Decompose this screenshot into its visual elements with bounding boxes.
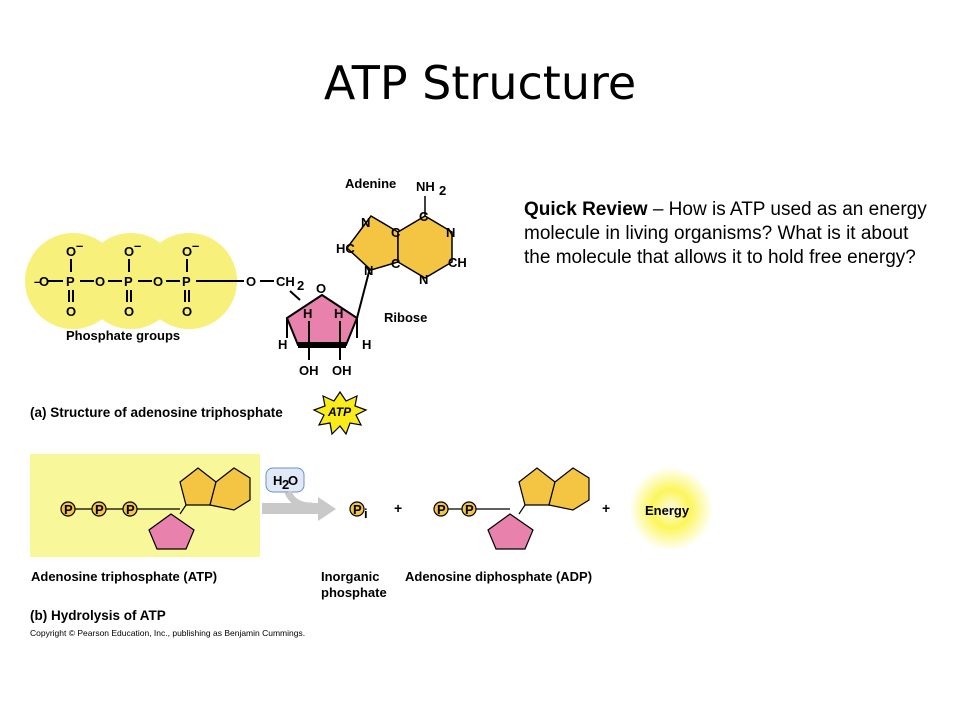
svg-text:O: O bbox=[288, 473, 298, 488]
atom-p: P bbox=[465, 502, 474, 517]
svg-text:H: H bbox=[273, 473, 282, 488]
adenine-six-ring bbox=[548, 467, 590, 511]
phosphate-circle bbox=[433, 501, 449, 517]
energy-burst: Energy bbox=[629, 467, 713, 551]
atom-p: P bbox=[182, 274, 191, 289]
quick-review-question: – How is ATP used as an energy molecule … bbox=[524, 199, 927, 268]
atom-sub2: 2 bbox=[297, 278, 304, 293]
atom-o: O bbox=[182, 304, 192, 319]
atom-o: O bbox=[246, 274, 256, 289]
adp-schematic: P P bbox=[433, 467, 590, 550]
atom-c: C bbox=[391, 225, 401, 240]
plus-sign: + bbox=[602, 500, 610, 516]
phosphate-circle bbox=[60, 501, 76, 517]
atom-p: P bbox=[95, 502, 104, 517]
atom-n: N bbox=[446, 225, 455, 240]
inorganic-phosphate: P i bbox=[349, 501, 368, 521]
atom-nh2: NH bbox=[416, 179, 435, 194]
adenine-six-ring bbox=[209, 467, 251, 511]
atom-o: O bbox=[124, 304, 134, 319]
ribose-pentagon bbox=[487, 513, 534, 550]
svg-text:2: 2 bbox=[282, 477, 289, 492]
atom-minus: – bbox=[76, 238, 83, 253]
atom-nh2-sub: 2 bbox=[439, 183, 446, 198]
inorganic-phosphate-label-line2: phosphate bbox=[321, 585, 387, 600]
atom-p: P bbox=[124, 274, 133, 289]
copyright-notice: Copyright © Pearson Education, Inc., pub… bbox=[30, 628, 305, 638]
atom-o: O bbox=[39, 274, 49, 289]
atom-h: H bbox=[334, 306, 343, 321]
atom-o-minus: O bbox=[124, 244, 134, 259]
ribose-label: Ribose bbox=[384, 310, 427, 325]
adp-label: Adenosine diphosphate (ADP) bbox=[405, 569, 592, 584]
atom-minus: – bbox=[192, 238, 199, 253]
adenine-rings bbox=[345, 196, 453, 279]
ribose-atoms: O H H H H OH OH bbox=[278, 281, 371, 378]
water-molecule: H 2 O bbox=[265, 467, 305, 493]
phosphate-bonds bbox=[48, 259, 274, 302]
hydrolysis-caption: (b) Hydrolysis of ATP bbox=[30, 608, 166, 623]
ribose-ring bbox=[285, 267, 371, 360]
phosphate-atoms: – O P O P O P O O – O – O – O O O CH 2 bbox=[34, 238, 304, 319]
atom-h: H bbox=[303, 306, 312, 321]
atp-starburst: ATP bbox=[312, 390, 368, 436]
atom-p: P bbox=[126, 502, 135, 517]
atom-o-minus: O bbox=[66, 244, 76, 259]
atom-p: P bbox=[64, 502, 73, 517]
atom-o: O bbox=[95, 274, 105, 289]
atom-p: P bbox=[437, 502, 446, 517]
svg-text:P: P bbox=[353, 502, 362, 517]
phosphate-circle bbox=[122, 501, 138, 517]
ribose-pentagon bbox=[148, 513, 195, 550]
adenine-five-ring bbox=[518, 467, 556, 506]
energy-label: Energy bbox=[645, 503, 690, 518]
adenine-label: Adenine bbox=[345, 176, 396, 191]
atom-h: H bbox=[278, 337, 287, 352]
atom-ch2: CH bbox=[276, 274, 295, 289]
quick-review-lead: Quick Review bbox=[524, 199, 648, 220]
phosphate-circle bbox=[91, 501, 107, 517]
atom-p: P bbox=[66, 274, 75, 289]
phosphate-circle bbox=[461, 501, 477, 517]
atom-h: H bbox=[362, 337, 371, 352]
inorganic-phosphate-label-line1: Inorganic bbox=[321, 569, 380, 584]
svg-text:i: i bbox=[364, 506, 368, 521]
atom-o: O bbox=[316, 281, 326, 296]
atom-o: O bbox=[153, 274, 163, 289]
phosphate-circles bbox=[25, 233, 237, 329]
atom-n: N bbox=[419, 272, 428, 287]
plus-sign: + bbox=[394, 500, 402, 516]
structure-caption: (a) Structure of adenosine triphosphate bbox=[30, 405, 283, 420]
atom-hc: HC bbox=[336, 241, 355, 256]
atom-c: C bbox=[391, 256, 401, 271]
atom-minus: – bbox=[34, 274, 41, 289]
atp-schematic: P P P bbox=[60, 467, 251, 550]
phosphate-groups-label: Phosphate groups bbox=[66, 328, 180, 343]
quick-review-text: Quick Review – How is ATP used as an ene… bbox=[524, 198, 934, 270]
atom-o: O bbox=[66, 304, 76, 319]
reaction-arrow bbox=[262, 490, 336, 521]
atom-oh: OH bbox=[299, 363, 319, 378]
atp-starburst-label: ATP bbox=[327, 405, 352, 419]
adenine-atoms: N C C N CH N C N HC NH 2 bbox=[336, 179, 467, 287]
atom-oh: OH bbox=[332, 363, 352, 378]
atom-ch: CH bbox=[448, 255, 467, 270]
atom-minus: – bbox=[134, 238, 141, 253]
atom-n: N bbox=[361, 215, 370, 230]
atp-label: Adenosine triphosphate (ATP) bbox=[31, 569, 217, 584]
atom-n: N bbox=[364, 263, 373, 278]
slide-title: ATP Structure bbox=[323, 56, 637, 110]
atom-c: C bbox=[419, 209, 429, 224]
atom-o-minus: O bbox=[182, 244, 192, 259]
